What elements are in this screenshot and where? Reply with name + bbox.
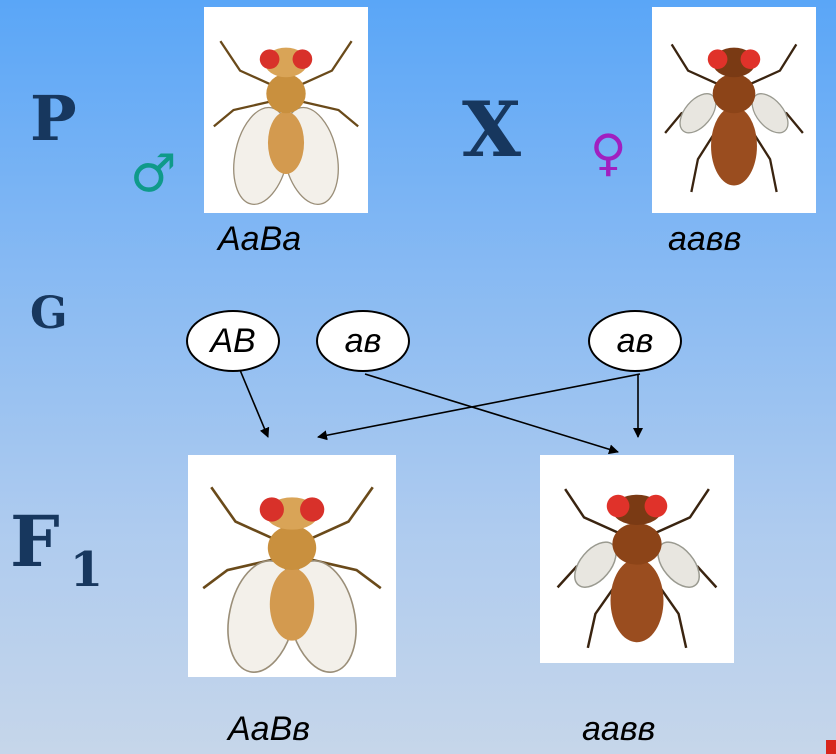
- offspring-fly-image-1: [188, 455, 396, 677]
- cross-symbol: X: [462, 85, 521, 174]
- black-fly-icon: [664, 43, 804, 193]
- row-label-f-subscript: 1: [69, 542, 104, 598]
- parent-female-fly-image: [652, 7, 816, 213]
- row-label-g: G: [30, 288, 68, 339]
- gamete-male-2: aв: [316, 310, 410, 372]
- male-symbol-icon: ♂: [130, 144, 177, 204]
- offspring-genotype-2: aaвв: [582, 710, 656, 748]
- parent-male-fly-image: [204, 7, 368, 213]
- row-label-p: P: [30, 82, 77, 155]
- corner-marker: [826, 740, 836, 754]
- arrow-male1-to-f1a: [239, 369, 270, 438]
- female-symbol-icon: ♀: [590, 124, 627, 182]
- grey-fly-icon: [213, 40, 359, 206]
- arrow-female-to-f1a: [317, 373, 641, 441]
- parent-female-genotype: aaвв: [668, 220, 742, 258]
- gamete-male-1: AB: [186, 310, 280, 372]
- row-label-f-letter: F: [10, 500, 60, 583]
- gamete-female-1: aв: [588, 310, 682, 372]
- arrow-male2-to-f1b: [364, 373, 619, 455]
- grey-fly-icon: [202, 486, 382, 673]
- offspring-fly-image-2: [540, 455, 734, 663]
- parent-male-genotype: AaBa: [218, 220, 302, 258]
- black-fly-icon: [556, 488, 718, 649]
- offspring-genotype-1: AaBв: [228, 710, 311, 748]
